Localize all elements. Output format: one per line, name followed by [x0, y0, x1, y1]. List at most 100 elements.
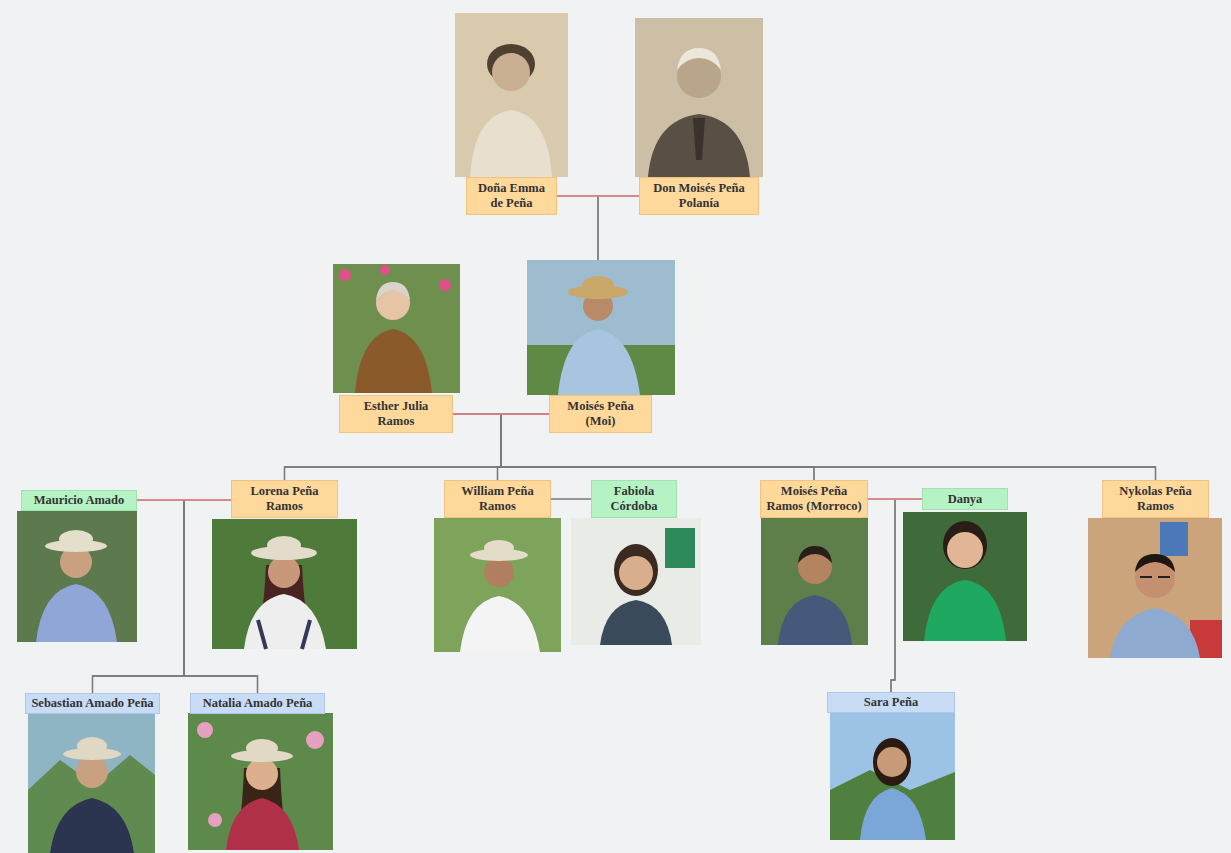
person-name: Moisés Peña (Moi)	[555, 399, 646, 429]
person-name: Don Moisés Peña Polanía	[645, 181, 753, 211]
portrait-photo	[28, 713, 155, 853]
hat	[77, 737, 107, 755]
person-head	[877, 747, 907, 777]
photo-background	[212, 519, 357, 649]
person-head	[484, 557, 514, 587]
portrait-photo	[571, 518, 701, 645]
person-body	[558, 329, 640, 395]
person-name-box: Sebastian Amado Peña	[25, 693, 160, 714]
flower	[197, 722, 213, 738]
parent-child-line	[868, 499, 895, 692]
tie	[693, 118, 705, 160]
hair	[943, 521, 987, 569]
hat	[267, 536, 301, 554]
couple-line	[557, 195, 639, 196]
hat	[582, 276, 614, 294]
hair	[376, 282, 410, 300]
person-body	[1110, 608, 1200, 658]
portrait-photo	[761, 518, 868, 645]
window	[665, 528, 695, 568]
person-head	[492, 53, 530, 91]
photo-background	[903, 512, 1027, 641]
person-head	[76, 756, 108, 788]
photo-background	[188, 713, 333, 850]
person-body	[36, 584, 117, 642]
hat	[59, 530, 93, 548]
portrait-photo	[212, 519, 357, 649]
person-name: Doña Emma de Peña	[472, 181, 551, 211]
person-name: Nykolas Peña Ramos	[1108, 484, 1203, 514]
person-name: Sara Peña	[864, 695, 919, 710]
person-name-box: William Peña Ramos	[444, 480, 551, 518]
person-name: Mauricio Amado	[34, 493, 125, 508]
hair	[614, 544, 658, 596]
person-name: Esther Julia Ramos	[345, 399, 447, 429]
portrait-photo	[17, 511, 137, 642]
person-body	[924, 580, 1006, 641]
person-name: Sebastian Amado Peña	[31, 696, 153, 711]
couple-line	[453, 413, 549, 414]
portrait-photo	[434, 518, 561, 652]
photo-background	[761, 518, 868, 645]
person-body	[860, 788, 926, 840]
person-name-box: Lorena Peña Ramos	[231, 480, 338, 518]
person-name-box: Fabiola Córdoba	[591, 480, 677, 518]
person-name: William Peña Ramos	[450, 484, 545, 514]
flower	[439, 279, 451, 291]
shawl-stripes	[258, 620, 310, 649]
person-name-box: Moisés Peña (Moi)	[549, 395, 652, 433]
photo-background	[28, 713, 155, 853]
photo-background	[17, 511, 137, 642]
glasses	[1140, 576, 1170, 578]
person-name-box: Mauricio Amado	[21, 490, 137, 511]
couple-line	[868, 498, 922, 499]
portrait-photo	[455, 13, 568, 177]
person-name: Natalia Amado Peña	[203, 696, 313, 711]
portrait-photo	[188, 713, 333, 850]
portrait-photo	[635, 18, 763, 177]
flower	[208, 813, 222, 827]
person-head	[947, 532, 983, 568]
hair	[1135, 554, 1175, 572]
parent-child-line	[501, 414, 814, 480]
person-head	[246, 758, 278, 790]
person-body	[226, 798, 299, 850]
photo-background	[635, 18, 763, 177]
wall-picture	[1160, 522, 1188, 556]
person-head	[619, 556, 653, 590]
photo-background	[455, 13, 568, 177]
photo-background	[571, 518, 701, 645]
person-name-box: Moisés Peña Ramos (Morroco)	[760, 480, 868, 518]
photo-background	[527, 260, 675, 395]
person-body	[355, 329, 432, 393]
person-name-box: Esther Julia Ramos	[339, 395, 453, 433]
portrait-photo	[527, 260, 675, 395]
person-body	[460, 596, 540, 652]
person-body	[600, 600, 672, 645]
parent-child-line	[498, 414, 550, 480]
person-body	[648, 114, 750, 177]
person-name-box: Natalia Amado Peña	[190, 693, 325, 714]
portrait-photo	[1088, 518, 1222, 658]
person-body	[244, 594, 326, 649]
hair	[798, 546, 832, 563]
person-name-box: Sara Peña	[827, 692, 955, 713]
person-name-box: Don Moisés Peña Polanía	[639, 177, 759, 215]
person-name: Lorena Peña Ramos	[237, 484, 332, 514]
person-body	[50, 798, 134, 853]
hat	[246, 739, 278, 757]
person-head	[268, 556, 300, 588]
portrait-photo	[830, 713, 955, 840]
hat	[484, 540, 514, 556]
person-name: Fabiola Córdoba	[597, 484, 671, 514]
photo-background	[434, 518, 561, 652]
mountains	[28, 755, 155, 853]
flower	[380, 265, 390, 275]
hair	[677, 48, 721, 70]
photo-background	[1088, 518, 1222, 658]
photo-background	[830, 713, 955, 840]
parent-child-line	[453, 414, 501, 480]
person-body	[778, 595, 852, 645]
person-name: Danya	[948, 492, 983, 507]
flower	[306, 731, 324, 749]
